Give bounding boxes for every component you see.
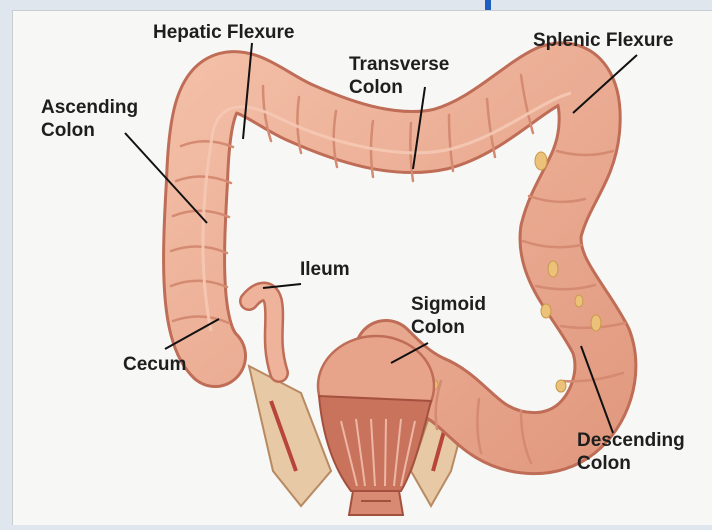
ascending-colon-text-line2: Colon — [41, 119, 138, 142]
label-ascending-colon: Ascending Colon — [41, 96, 138, 142]
ascending-colon-text-line1: Ascending — [41, 96, 138, 119]
label-splenic-flexure: Splenic Flexure — [533, 29, 673, 52]
label-sigmoid-colon: Sigmoid Colon — [411, 293, 486, 339]
cecum-text: Cecum — [123, 353, 186, 376]
sigmoid-colon-text-line2: Colon — [411, 316, 486, 339]
label-cecum: Cecum — [123, 353, 186, 376]
ileum-text: Ileum — [300, 258, 350, 281]
transverse-colon-text-line1: Transverse — [349, 53, 449, 76]
rectum-shape — [318, 336, 434, 515]
sigmoid-colon-text-line1: Sigmoid — [411, 293, 486, 316]
diagram-panel: Hepatic Flexure Transverse Colon Splenic… — [12, 10, 712, 525]
label-transverse-colon: Transverse Colon — [349, 53, 449, 99]
label-descending-colon: Descending Colon — [577, 429, 685, 475]
descending-colon-text-line1: Descending — [577, 429, 685, 452]
accent-mark — [485, 0, 491, 10]
splenic-flexure-text: Splenic Flexure — [533, 29, 673, 52]
label-hepatic-flexure: Hepatic Flexure — [153, 21, 295, 44]
label-ileum: Ileum — [300, 258, 350, 281]
hepatic-flexure-text: Hepatic Flexure — [153, 21, 295, 44]
descending-colon-text-line2: Colon — [577, 452, 685, 475]
transverse-colon-text-line2: Colon — [349, 76, 449, 99]
